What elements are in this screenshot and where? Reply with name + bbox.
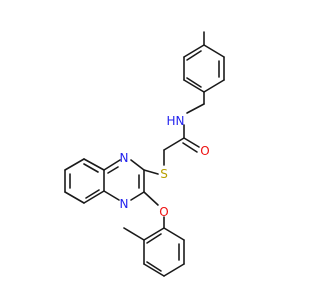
- bond: [83, 163, 99, 173]
- bond: [186, 77, 202, 88]
- bond: [143, 227, 165, 241]
- bond: [186, 50, 202, 61]
- bond: [83, 158, 105, 171]
- atom-labels: N H O S N N O: [120, 114, 210, 219]
- bond: [64, 191, 85, 204]
- bond: [83, 190, 105, 204]
- bond: [103, 190, 120, 201]
- atom-label-nitrogen: N: [120, 197, 129, 211]
- bond: [163, 227, 185, 241]
- atom-label-nitrogen: N: [120, 151, 129, 165]
- bond: [186, 103, 205, 114]
- bond: [123, 227, 145, 241]
- bond: [203, 44, 225, 58]
- bond: [107, 166, 119, 174]
- bond: [203, 79, 225, 93]
- bond: [64, 158, 85, 171]
- bond: [146, 233, 162, 244]
- bond: [130, 191, 145, 201]
- atom-label-oxygen: O: [159, 205, 168, 219]
- bond: [85, 189, 100, 199]
- bond: [143, 263, 165, 277]
- bond: [183, 44, 205, 58]
- bond: [103, 159, 121, 171]
- atom-label-sulfur: S: [160, 167, 168, 181]
- bond: [182, 142, 198, 153]
- bond: [130, 159, 145, 171]
- molecule-structure: N H O S N N O: [64, 31, 225, 277]
- bond: [183, 137, 200, 148]
- bond: [163, 263, 185, 277]
- bond: [183, 79, 205, 93]
- bonds: [64, 31, 225, 277]
- bond: [143, 169, 159, 175]
- atom-label-nitrogen: N: [176, 114, 185, 128]
- atom-label-oxygen: O: [200, 144, 209, 158]
- atom-label-hydrogen: H: [166, 114, 175, 128]
- bond: [143, 191, 159, 206]
- bond: [163, 137, 185, 151]
- structure-canvas: N H O S N N O: [64, 31, 225, 277]
- bond: [146, 261, 162, 272]
